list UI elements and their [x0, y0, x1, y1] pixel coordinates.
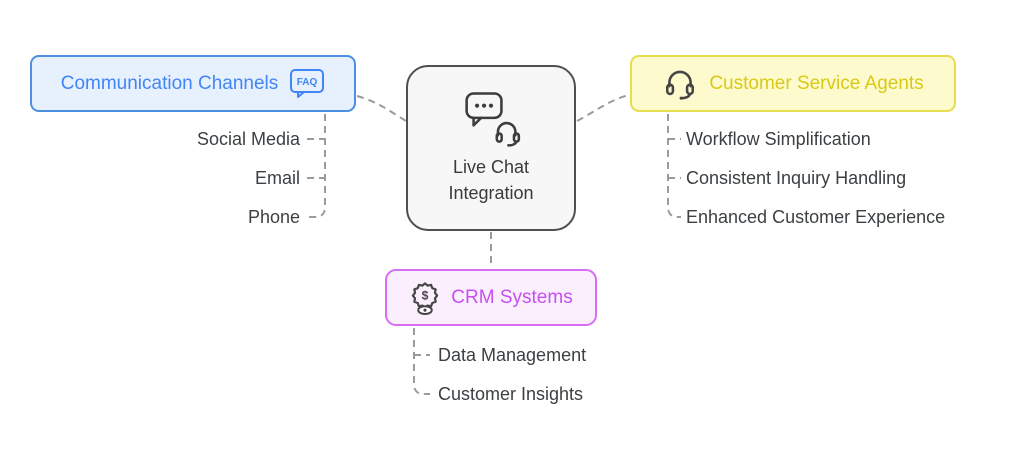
- center-node-live-chat-integration: Live Chat Integration: [406, 65, 576, 231]
- leaf-customer-insights: Customer Insights: [438, 384, 584, 404]
- leaf-email: Email: [254, 168, 300, 188]
- leaf-workflow-simplification: Workflow Simplification: [686, 129, 871, 149]
- leaf-phone: Phone: [247, 207, 300, 227]
- node-customer-service-agents: Customer Service Agents: [630, 55, 956, 112]
- node-communication-channels: Communication Channels FAQ: [30, 55, 356, 112]
- customer-service-agents-label: Customer Service Agents: [709, 72, 924, 94]
- comm-branch-line: [307, 114, 326, 218]
- center-label-line1: Live Chat: [452, 157, 530, 178]
- center-node-label: Live Chat Integration: [448, 155, 533, 205]
- center-label-line2: Integration: [448, 182, 534, 203]
- crm-branch-line: [413, 328, 430, 395]
- connector-comm-to-center: [356, 95, 407, 122]
- leaf-enhanced-customer-experience: Enhanced Customer Experience: [686, 207, 946, 227]
- badge-dollar-text: $: [422, 288, 429, 302]
- headset-icon: [662, 67, 698, 101]
- sales-badge-eye-icon: $: [409, 281, 441, 315]
- communication-channels-label: Communication Channels: [60, 72, 279, 94]
- faq-icon: FAQ: [289, 68, 325, 99]
- faq-icon-text: FAQ: [297, 77, 318, 88]
- leaf-social-media: Social Media: [196, 129, 300, 149]
- leaf-consistent-inquiry-handling: Consistent Inquiry Handling: [686, 168, 907, 188]
- leaf-data-management: Data Management: [438, 345, 587, 365]
- connector-center-to-csa: [576, 94, 629, 122]
- crm-systems-label: CRM Systems: [451, 286, 573, 308]
- chat-headset-icon: [460, 90, 522, 148]
- csa-branch-line: [667, 114, 681, 218]
- node-crm-systems: $ CRM Systems: [385, 269, 597, 326]
